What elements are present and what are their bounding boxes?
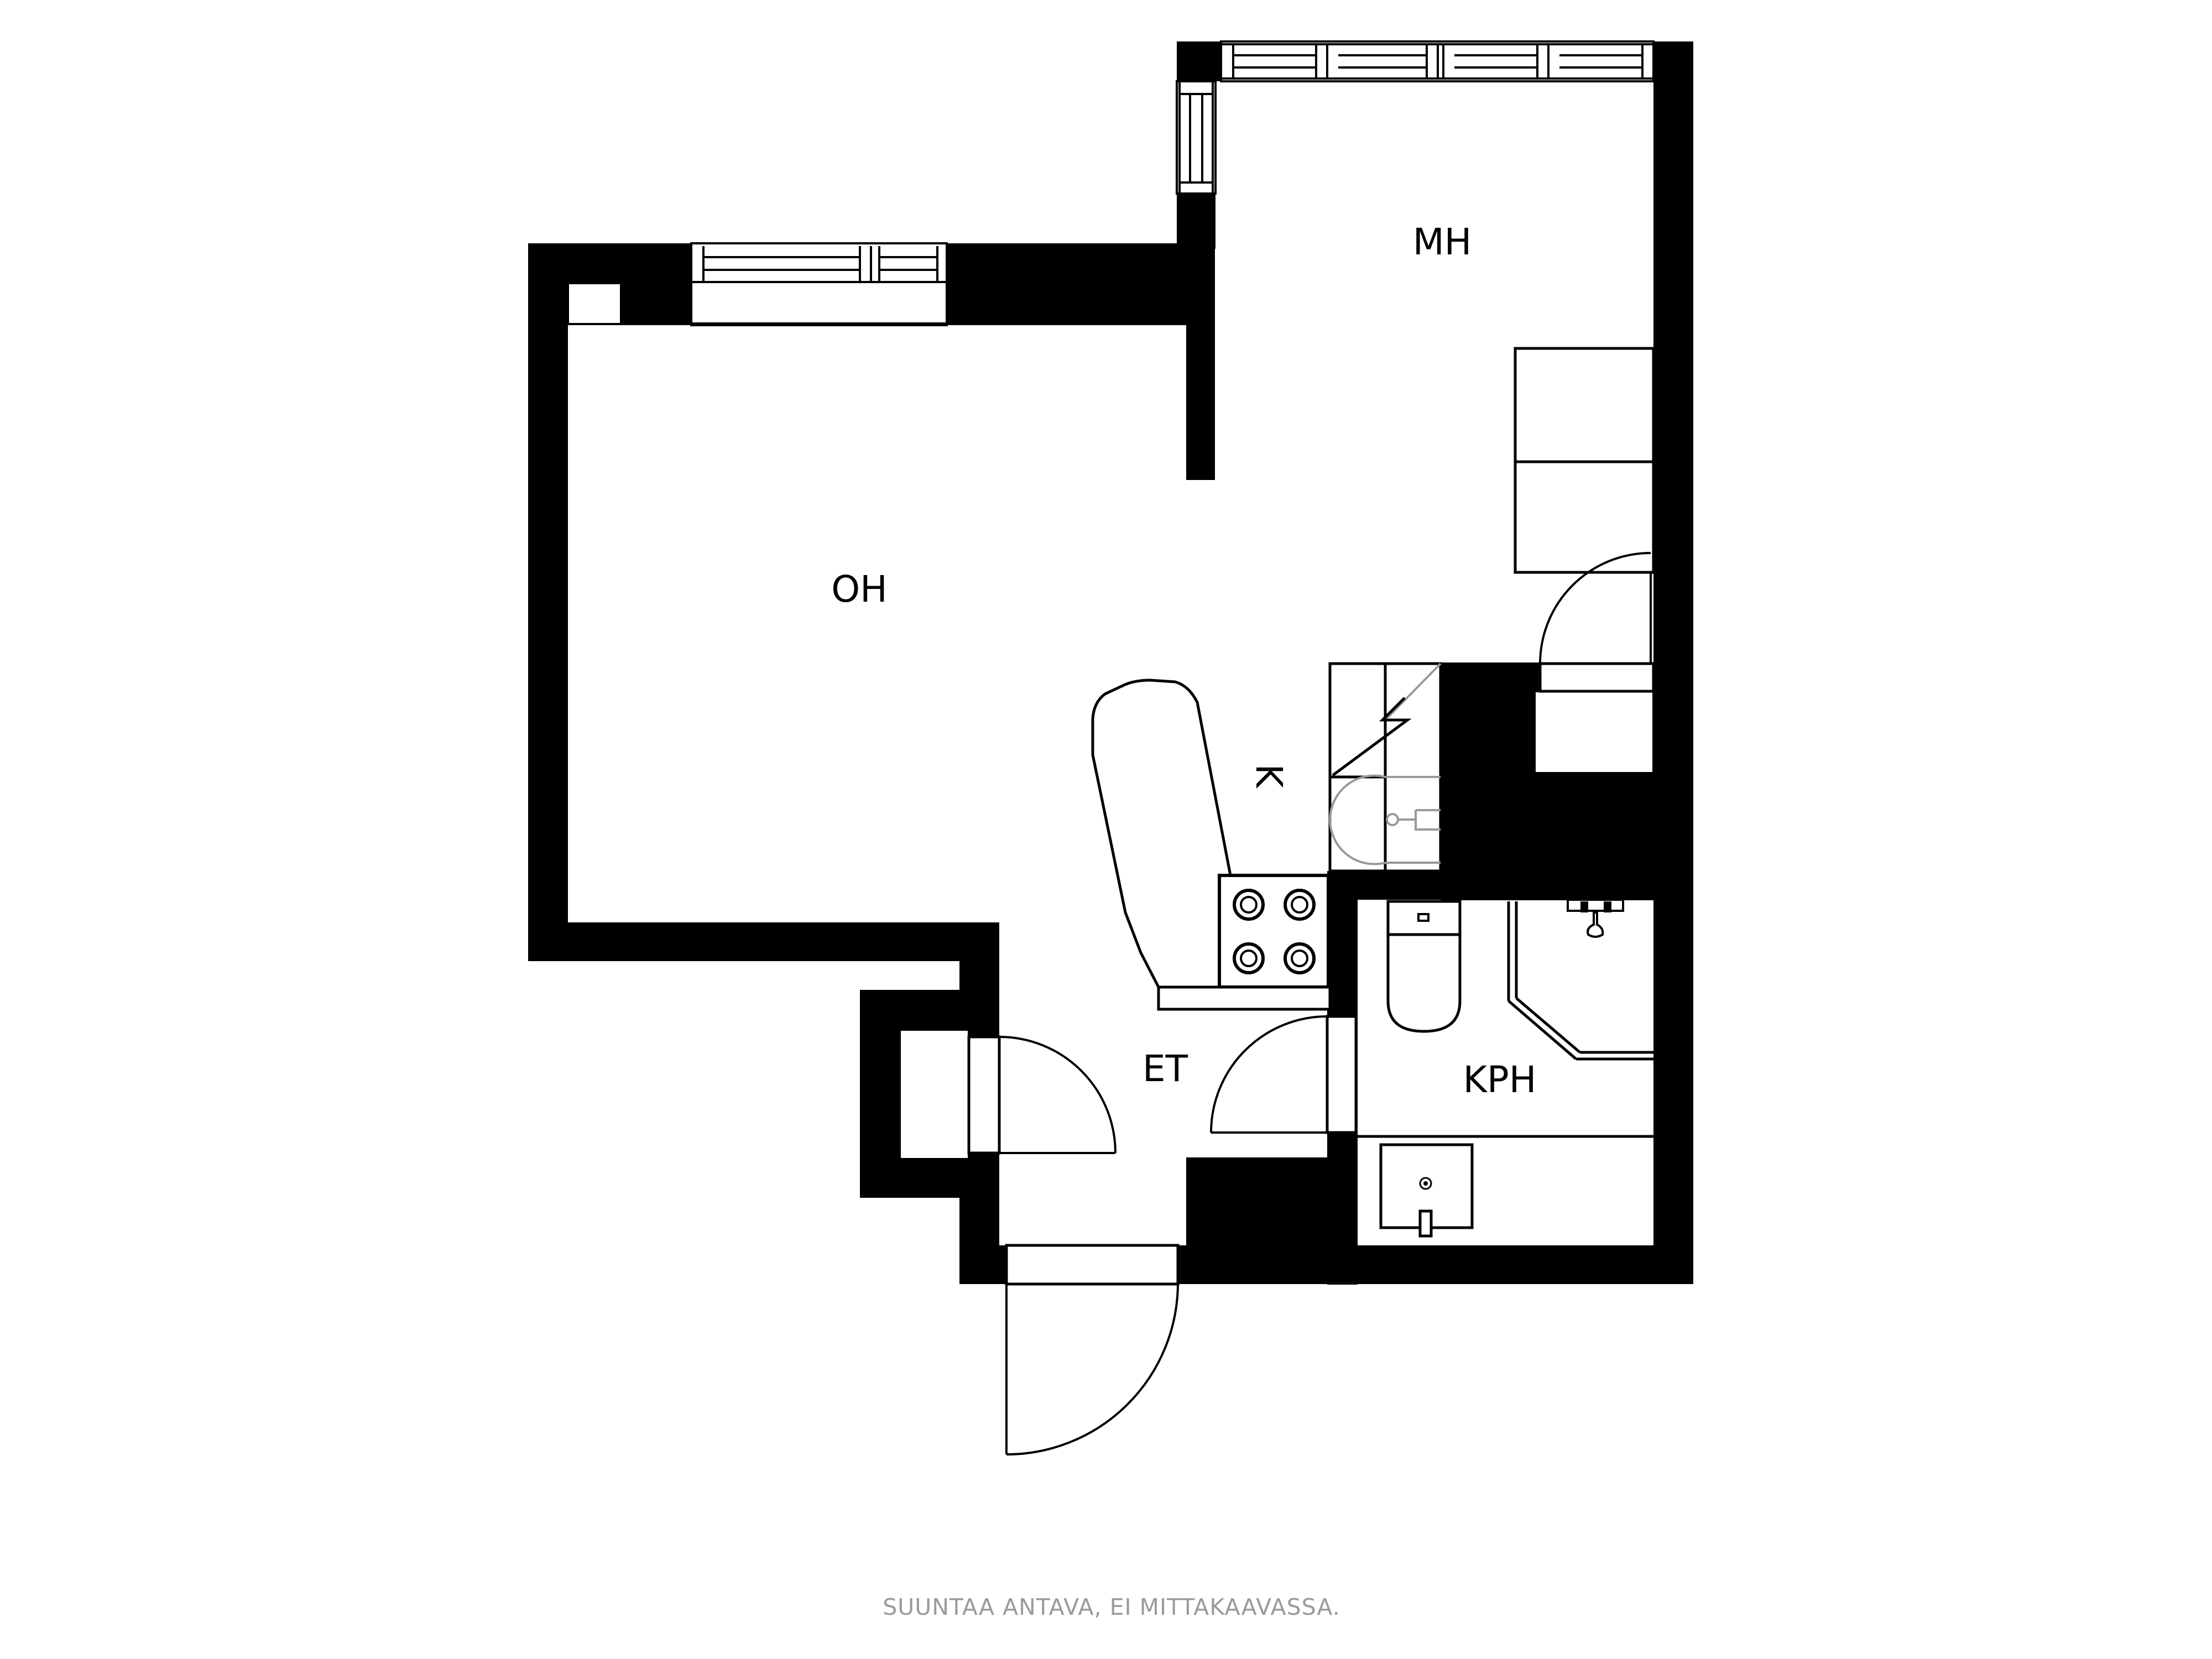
wall-cutouts [567,282,1655,1160]
window-mh-top [1220,40,1655,82]
wall-oh-left [528,243,568,961]
shaft-cutout [1533,690,1655,774]
room-label-et: ET [1142,1047,1188,1090]
shower-icon [1507,899,1653,1061]
disclaimer-text: SUUNTAA ANTAVA, EI MITTAKAAVASSA. [883,1594,1340,1620]
wall-mh-corner [1177,41,1221,81]
kitchen-countertop [1091,679,1330,989]
bathroom-fixtures [1358,899,1653,1238]
oh-corner-cutout [567,282,622,325]
washbasin-icon [1379,1143,1474,1238]
wall-oh-bottom [528,922,998,961]
room-label-k: K [1248,764,1290,789]
door-kph[interactable] [1210,1015,1358,1134]
wardrobe-mh [1514,347,1655,693]
window-mh-left [1176,80,1217,195]
windows [690,40,1655,326]
sink-icon [1329,774,1441,865]
door-mh[interactable] [1539,552,1652,665]
room-label-kph: KPH [1463,1058,1537,1101]
kitchen [1091,662,1442,1011]
stove-icon [1218,874,1330,989]
kitchen-shelf [1157,985,1332,1011]
niche-cutout [899,1029,970,1160]
toilet-icon [1386,900,1462,1033]
room-label-oh: OH [831,568,888,611]
door-closet[interactable] [967,1035,1117,1155]
room-label-mh: MH [1413,221,1472,263]
wall-mh-left [1177,194,1215,249]
wall-niche-bottom [860,1159,999,1198]
window-oh-top [690,242,948,326]
door-entrance[interactable] [1005,1244,1180,1455]
fridge-icon [1332,662,1442,777]
